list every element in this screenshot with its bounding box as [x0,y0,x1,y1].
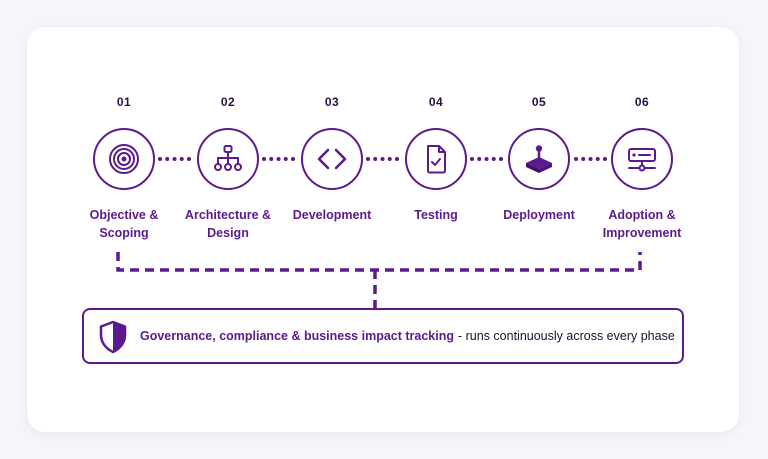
governance-box: Governance, compliance & business impact… [82,308,684,364]
phase-circle-objective [93,128,155,190]
connector-dots [366,157,399,161]
phase-number: 02 [220,95,236,109]
phase-label: Development [292,208,372,222]
joystick-icon [526,145,552,173]
phase-circle-testing [405,128,467,190]
governance-text: Governance, compliance & business impact… [140,310,675,361]
diagram-card [27,27,739,432]
phase-circle-deployment [508,128,570,190]
phase-number: 01 [116,95,132,109]
phase-circle-development [301,128,363,190]
governance-description: - runs continuously across every phase [458,328,675,343]
phase-label: Architecture & Design [184,208,272,240]
document-check-icon [427,145,446,174]
code-brackets-icon [317,148,347,170]
target-icon [109,144,139,174]
phase-number: 04 [428,95,444,109]
connector-dots [262,157,295,161]
phase-label: Testing [414,208,458,222]
phase-label: Deployment [503,208,575,222]
connector-dots [470,157,503,161]
phase-circle-adoption [611,128,673,190]
phase-label: Adoption & Improvement [602,208,682,240]
hierarchy-icon [214,145,242,171]
phase-number: 05 [531,95,547,109]
connector-dots [158,157,191,161]
phase-circle-architecture [197,128,259,190]
governance-highlight: Governance, compliance & business impact… [140,328,454,343]
phase-number: 06 [634,95,650,109]
phase-label: Objective & Scoping [89,208,159,240]
server-network-icon [628,148,656,172]
phase-number: 03 [324,95,340,109]
shield-icon [99,320,127,354]
connector-dots [574,157,607,161]
